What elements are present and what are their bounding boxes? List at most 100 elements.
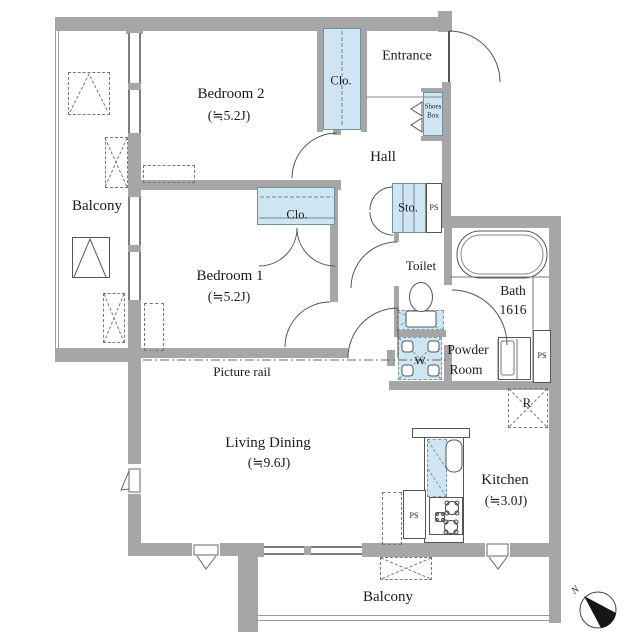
wall-shoesbox-north <box>421 88 443 92</box>
stove-burner-1 <box>445 501 459 515</box>
kitchen-stove <box>429 497 463 535</box>
bath-size: 1616 <box>499 301 527 317</box>
toilet-tank <box>405 310 437 328</box>
wall-bath-west-b <box>444 345 452 383</box>
bedroom2-dashed-box <box>143 165 195 183</box>
ac1-hatch <box>69 72 109 113</box>
compass-needle <box>584 596 616 628</box>
burner3-pip <box>443 529 449 535</box>
toilet-label: Toilet <box>405 258 437 274</box>
ps-box-kitchen <box>403 490 426 539</box>
bathtub-outer <box>456 230 548 279</box>
stove-burner-2 <box>435 512 445 522</box>
wall-bath-north <box>442 216 561 228</box>
burner1-pip <box>444 500 450 506</box>
balcony-south-ac-unit <box>380 557 432 580</box>
balcony-equipment-2 <box>103 293 125 343</box>
entrance-door-arc <box>448 30 501 83</box>
shoes-box-label-1: Shoes <box>424 102 442 111</box>
toilet-counter-hatch <box>397 311 442 330</box>
washer-pad-3 <box>401 364 414 377</box>
wall-powder-west-stub <box>387 350 395 366</box>
storage-box <box>392 183 426 233</box>
storage-label: Sto. <box>398 200 418 215</box>
bedroom2-label: Bedroom 2 <box>197 86 265 103</box>
refrigerator-label: R <box>522 395 532 411</box>
ld-door-arc <box>347 307 399 359</box>
stove-burner-3 <box>444 520 458 534</box>
burner1-pip <box>454 500 460 506</box>
burner3-pip <box>443 519 449 525</box>
compass-circle <box>579 591 617 629</box>
wall-powder-south <box>389 381 552 390</box>
wall-ld-west <box>128 353 141 556</box>
powder-room-label-1: Powder <box>447 341 489 357</box>
washer-pad-2 <box>427 340 440 353</box>
bedroom1-door-arc <box>284 301 331 348</box>
balcony-ac-unit-1 <box>68 72 110 115</box>
kitchen-label: Kitchen <box>481 472 529 489</box>
wall-shoesbox-south <box>421 136 443 141</box>
picture-rail-label: Picture rail <box>213 364 271 380</box>
kitchen-balcony-door <box>486 543 509 557</box>
equip1-hatch <box>104 137 128 188</box>
equip2-hatch <box>103 293 125 343</box>
ps-box-hall <box>426 183 442 233</box>
living-dining-size: (≒9.6J) <box>247 454 291 470</box>
wall-hall-bedroom1 <box>330 190 338 302</box>
window-ld-balcony <box>264 546 362 555</box>
wall-bedroom2-door-stub <box>333 127 341 135</box>
closet1-door-right-arc <box>296 227 336 267</box>
window-bedroom1-mullion <box>128 245 141 252</box>
wall-balcony-west-south <box>55 348 133 362</box>
washer-pad-1 <box>401 340 414 353</box>
balcony-ac-hatch <box>380 557 432 580</box>
burner2-pip <box>435 518 439 522</box>
balcony-west-edge <box>55 31 59 348</box>
bath-door-arc <box>451 289 508 346</box>
balcony-equipment-1 <box>105 137 128 188</box>
wall-hall-ld <box>128 348 348 358</box>
burner1-pip <box>454 510 460 516</box>
wall-entrance-east <box>442 82 451 222</box>
bedroom1-dashed-box <box>144 303 164 351</box>
burner2-pip <box>441 512 445 516</box>
closet-bedroom1-box <box>257 187 335 225</box>
window-bedroom2-mullion <box>128 83 141 90</box>
shoesbox-arrow-upper <box>410 101 423 117</box>
burner2-pip <box>435 512 439 516</box>
shoesbox-arrow-lower <box>410 117 423 133</box>
shoes-box <box>423 92 443 136</box>
bedroom2-door-arc <box>291 132 338 179</box>
ps-label-hall: PS <box>429 202 439 212</box>
wall-toilet-west-a <box>394 233 399 242</box>
ld-west-window <box>128 468 141 493</box>
burner1-pip <box>444 510 450 516</box>
ps-label-powder: PS <box>537 350 547 360</box>
kitchen-sink <box>445 439 463 473</box>
closet-bedroom1-label: Clo. <box>286 207 308 222</box>
refrigerator-box <box>508 388 548 428</box>
powder-room-label-2: Room <box>449 361 483 377</box>
bathtub-inner <box>460 234 544 275</box>
wall-entrance-pillar <box>438 11 452 32</box>
wall-west-top-block <box>126 24 143 34</box>
wall-bedroom2-bedroom1 <box>128 180 341 190</box>
powder-sink-basin <box>500 340 515 376</box>
kitchen-dashed-box <box>382 492 402 545</box>
toilet-bowl <box>409 282 433 312</box>
burner3-pip <box>453 519 459 525</box>
kitchen-size: (≒3.0J) <box>484 492 528 508</box>
wall-closet2-east <box>361 25 367 132</box>
wall-toilet-west-b <box>394 286 399 337</box>
bedroom2-size: (≒5.2J) <box>207 107 251 123</box>
washer-pad-4 <box>427 364 440 377</box>
storage-door-upper-arc <box>369 186 394 211</box>
balcony-ac-unit-2 <box>72 237 110 278</box>
bath-partition-lines <box>450 276 549 381</box>
entrance-label: Entrance <box>382 48 432 64</box>
wall-toilet-south <box>394 330 446 337</box>
burner3-pip <box>453 529 459 535</box>
